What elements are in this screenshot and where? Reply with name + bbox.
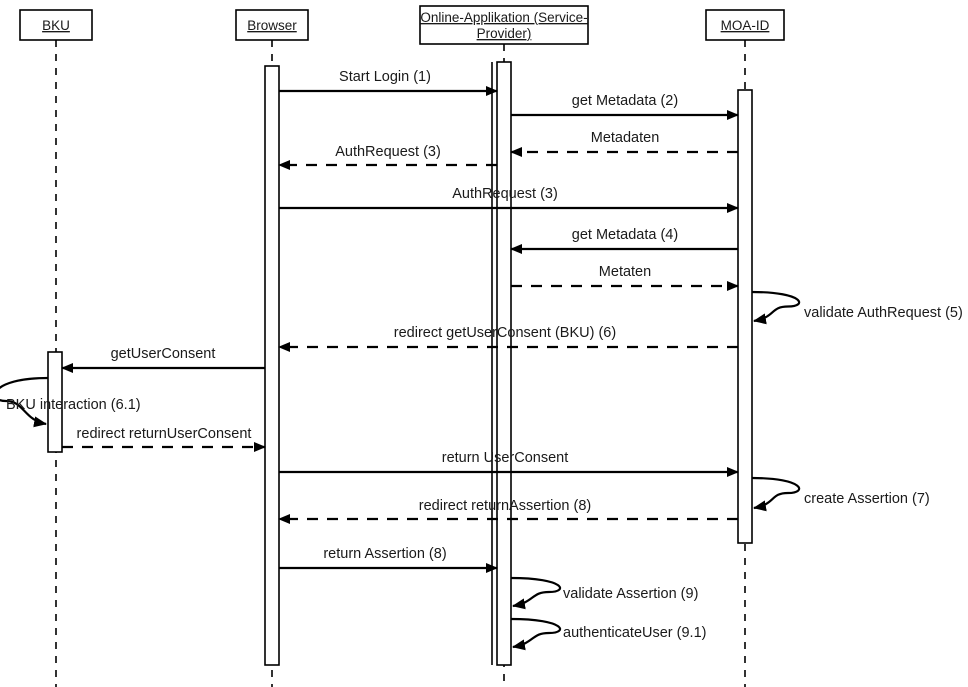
message-9[interactable]: getUserConsent <box>61 346 265 373</box>
lifeline-box-bku[interactable] <box>19 9 93 41</box>
self-message-loop <box>510 576 561 610</box>
self-message-loop <box>751 290 801 325</box>
self-message-s5[interactable]: authenticateUser (9.1) <box>510 617 706 651</box>
message-8[interactable]: redirect getUserConsent (BKU) (6) <box>278 325 738 352</box>
message-label: redirect returnAssertion (8) <box>419 498 591 514</box>
activation-bar-bku[interactable] <box>47 351 63 453</box>
lifeline-box-oa[interactable] <box>419 5 589 45</box>
lifeline-label-browser: Browser <box>247 18 297 33</box>
self-message-s1[interactable]: validate AuthRequest (5) <box>751 290 963 325</box>
message-label: return UserConsent <box>442 450 569 466</box>
message-7[interactable]: Metaten <box>511 264 739 291</box>
activation-bar-moaid[interactable] <box>737 89 753 544</box>
lifeline-bku: BKU <box>19 9 93 687</box>
message-4[interactable]: AuthRequest (3) <box>278 144 497 170</box>
message-12[interactable]: redirect returnAssertion (8) <box>278 498 738 524</box>
message-label: AuthRequest (3) <box>335 144 441 160</box>
lifeline-label-oa: Online-Applikation (Service- <box>420 10 587 25</box>
activations-layer <box>47 61 753 666</box>
self-message-label: validate Assertion (9) <box>563 586 698 602</box>
self-message-label: BKU interaction (6.1) <box>6 397 141 413</box>
message-label: Start Login (1) <box>339 69 431 85</box>
message-label: return Assertion (8) <box>323 546 446 562</box>
message-3[interactable]: Metadaten <box>510 130 738 157</box>
message-label: Metaten <box>599 264 651 280</box>
self-messages-layer: validate AuthRequest (5) BKU interaction … <box>0 290 963 651</box>
self-message-label: validate AuthRequest (5) <box>804 305 963 321</box>
message-label: redirect getUserConsent (BKU) (6) <box>394 325 616 341</box>
activation-bar-browser[interactable] <box>264 65 280 666</box>
message-1[interactable]: Start Login (1) <box>279 69 498 96</box>
message-10[interactable]: redirect returnUserConsent <box>62 426 266 452</box>
lifeline-box-browser[interactable] <box>235 9 309 41</box>
self-message-loop <box>0 376 49 428</box>
message-label: getUserConsent <box>111 346 216 362</box>
self-message-label: create Assertion (7) <box>804 491 930 507</box>
messages-layer: Start Login (1) get Metadata (2) Metadaten… <box>61 69 739 573</box>
lifeline-label-oa: Provider) <box>477 26 532 41</box>
message-2[interactable]: get Metadata (2) <box>511 93 739 120</box>
self-message-loop <box>751 476 801 512</box>
self-message-s4[interactable]: validate Assertion (9) <box>510 576 698 610</box>
message-label: Metadaten <box>591 130 660 146</box>
message-11[interactable]: return UserConsent <box>279 450 739 477</box>
lifeline-label-bku: BKU <box>42 18 70 33</box>
message-label: get Metadata (2) <box>572 93 678 109</box>
message-13[interactable]: return Assertion (8) <box>279 546 498 573</box>
self-message-s3[interactable]: create Assertion (7) <box>751 476 930 512</box>
message-label: redirect returnUserConsent <box>77 426 252 442</box>
lifeline-label-moaid: MOA-ID <box>721 18 770 33</box>
self-message-label: authenticateUser (9.1) <box>563 625 706 641</box>
self-message-s2[interactable]: BKU interaction (6.1) <box>0 376 141 428</box>
lifeline-box-moaid[interactable] <box>705 9 785 41</box>
message-5[interactable]: AuthRequest (3) <box>279 186 739 213</box>
activation-bar-oa[interactable] <box>496 61 512 666</box>
message-6[interactable]: get Metadata (4) <box>510 227 738 254</box>
message-label: get Metadata (4) <box>572 227 678 243</box>
message-label: AuthRequest (3) <box>452 186 558 202</box>
self-message-loop <box>510 617 561 651</box>
